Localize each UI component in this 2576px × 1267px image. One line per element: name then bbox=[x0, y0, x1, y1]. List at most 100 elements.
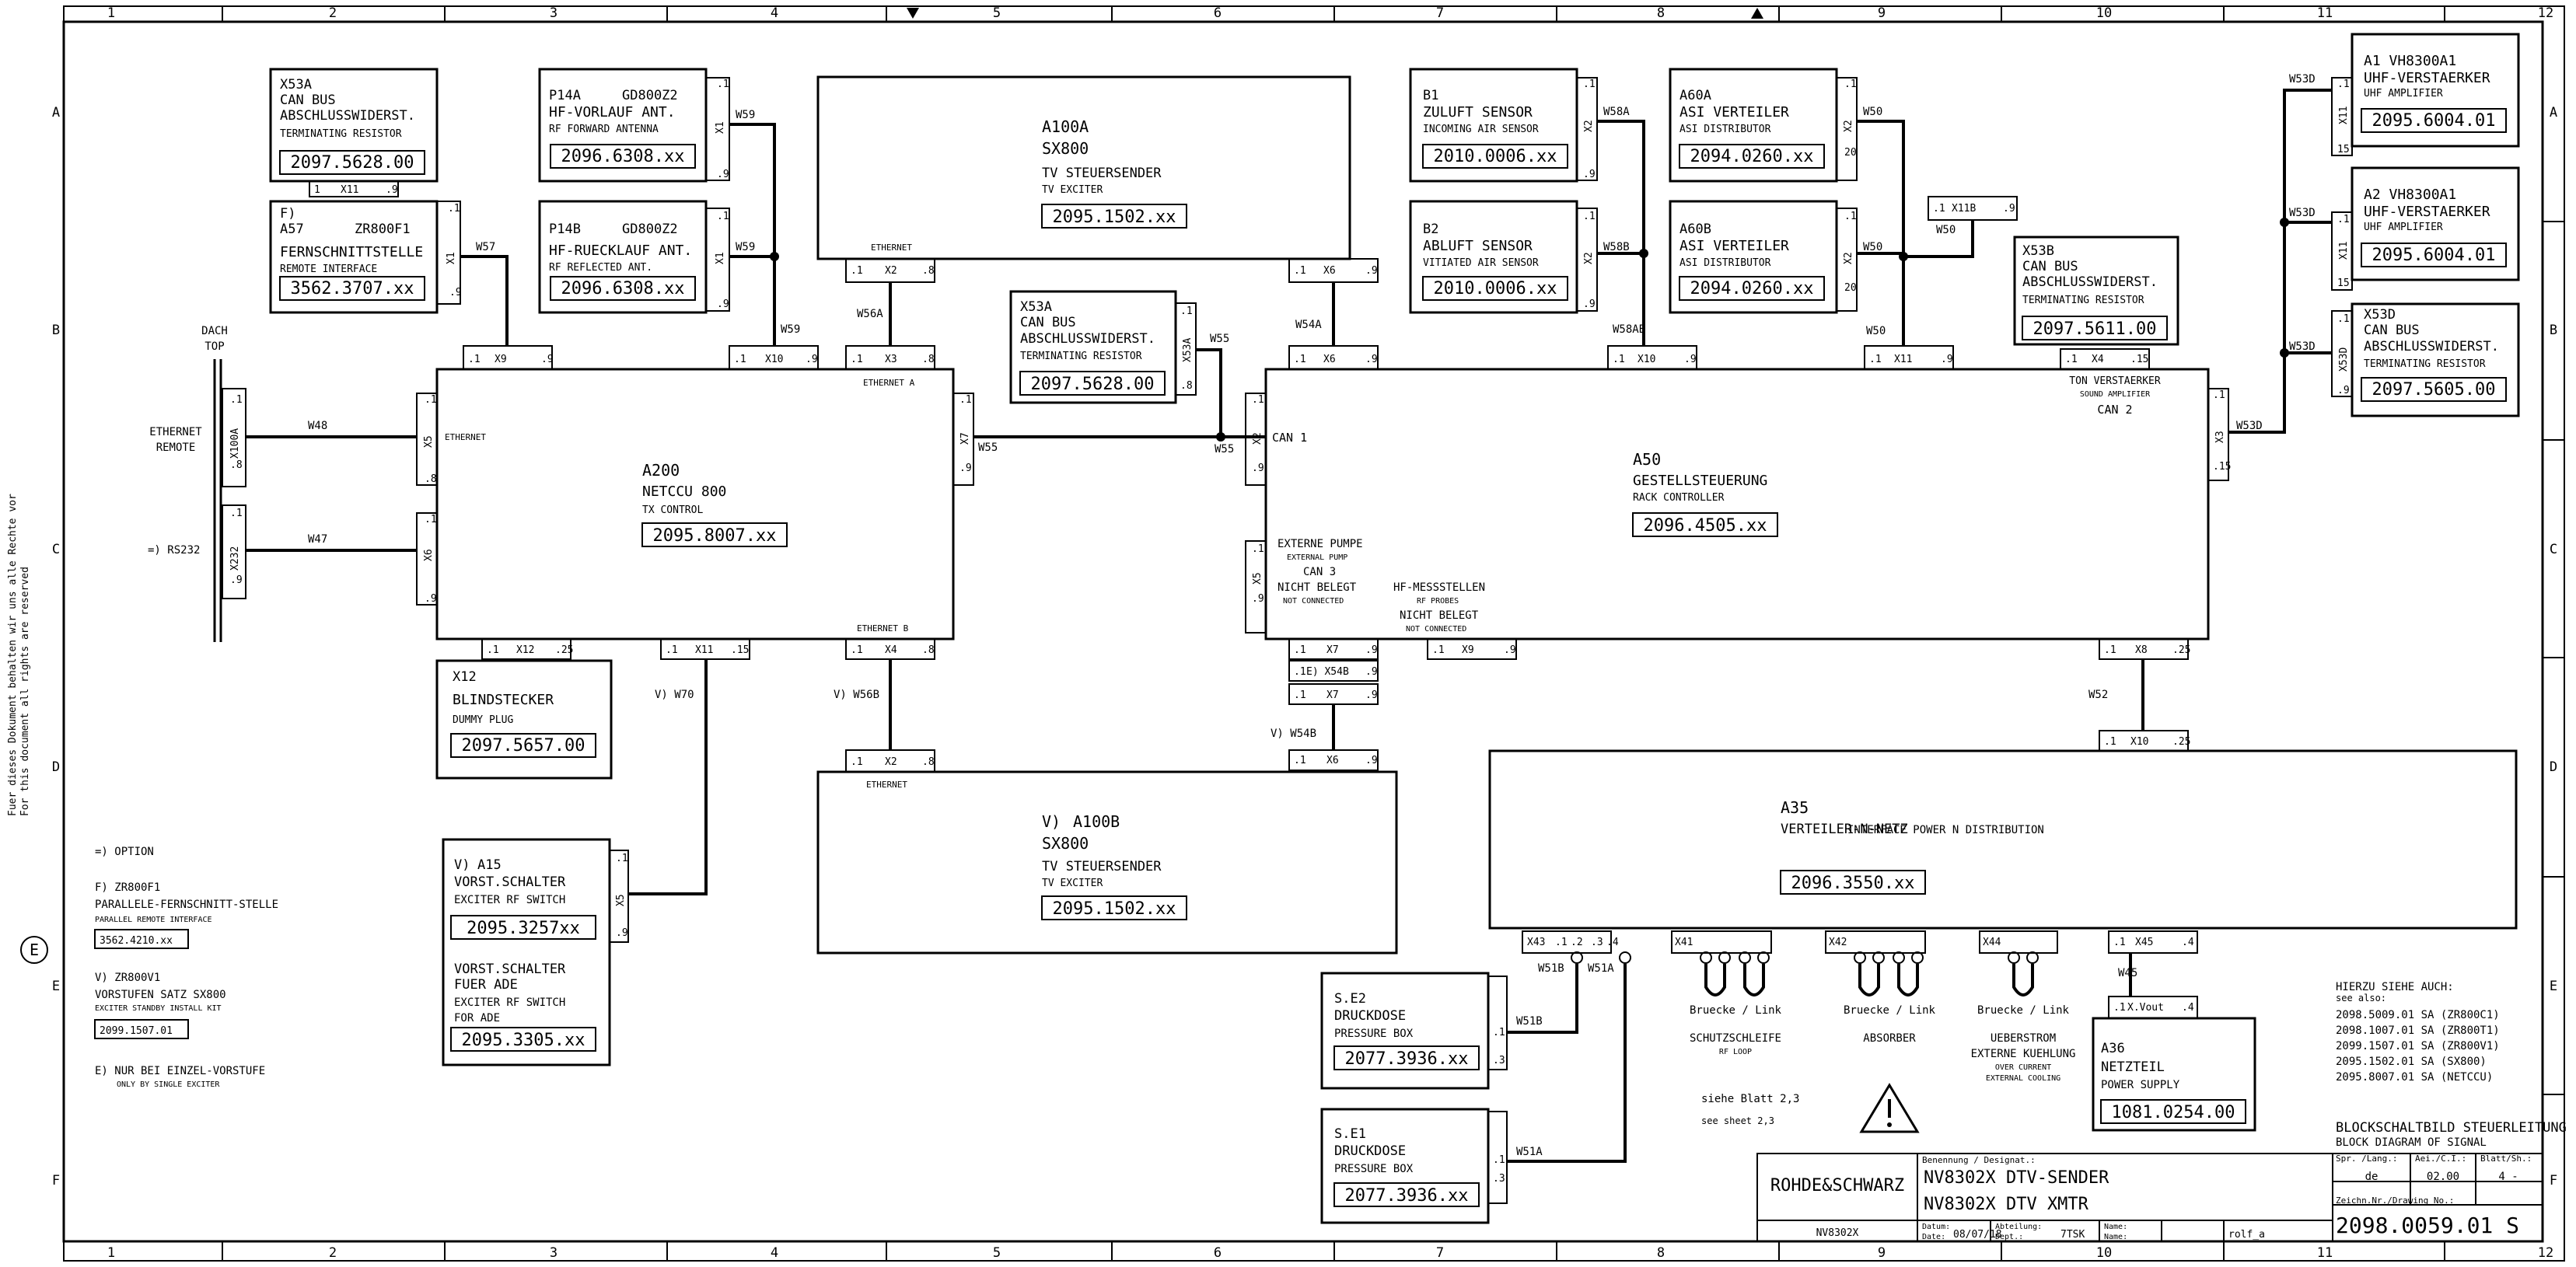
a15-ref: A15 bbox=[477, 857, 502, 873]
svg-text:.1: .1 bbox=[1555, 937, 1568, 948]
svg-text:.9: .9 bbox=[2003, 203, 2015, 215]
a1-ref: A1 VH8300A1 bbox=[2364, 53, 2456, 69]
svg-text:.3: .3 bbox=[1493, 1173, 1505, 1185]
a15-sub3: FOR ADE bbox=[454, 1012, 500, 1024]
svg-text:X43: X43 bbox=[1527, 937, 1545, 948]
a15-sub: EXCITER RF SWITCH bbox=[454, 894, 565, 906]
b2-ref: B2 bbox=[1423, 222, 1438, 237]
svg-text:W55: W55 bbox=[978, 442, 998, 454]
a57-sub: REMOTE INTERFACE bbox=[280, 264, 377, 275]
svg-text:.9: .9 bbox=[541, 354, 554, 365]
svg-text:OVER CURRENT: OVER CURRENT bbox=[1995, 1063, 2051, 1072]
svg-text:Bruecke / Link: Bruecke / Link bbox=[1690, 1004, 1782, 1017]
svg-text:B: B bbox=[52, 323, 60, 338]
p14b-sub: RF REFLECTED ANT. bbox=[549, 262, 652, 274]
svg-text:4: 4 bbox=[771, 5, 778, 21]
a50-nc1: NOT CONNECTED bbox=[1283, 597, 1344, 606]
a60a-l1: ASI VERTEILER bbox=[1679, 104, 1789, 120]
outer-frame bbox=[63, 5, 2565, 1262]
svg-text:X44: X44 bbox=[1983, 937, 2001, 948]
x53a-mid-ref: X53A bbox=[1020, 299, 1052, 315]
a100a-sub: TV EXCITER bbox=[1042, 184, 1103, 196]
svg-text:see sheet 2,3: see sheet 2,3 bbox=[1701, 1115, 1774, 1126]
svg-text:X1: X1 bbox=[715, 252, 726, 264]
svg-text:.9: .9 bbox=[1583, 169, 1596, 180]
a50-nc2: NOT CONNECTED bbox=[1406, 625, 1466, 634]
p14a-type: GD800Z2 bbox=[622, 88, 678, 103]
option-legend: =) OPTION F) ZR800F1 PARALLELE-FERNSCHNI… bbox=[94, 846, 278, 1089]
svg-text:W51B: W51B bbox=[1538, 962, 1564, 975]
a200-ref: A200 bbox=[642, 461, 680, 480]
svg-text:.9: .9 bbox=[1365, 755, 1378, 766]
svg-text:.1: .1 bbox=[2104, 644, 2116, 656]
a100b-type: SX800 bbox=[1042, 834, 1089, 853]
block-a35 bbox=[1488, 749, 2518, 930]
svg-text:EXCITER STANDBY INSTALL KIT: EXCITER STANDBY INSTALL KIT bbox=[95, 1004, 222, 1013]
a200-eth-x5: ETHERNET bbox=[445, 432, 486, 442]
svg-text:D: D bbox=[52, 759, 60, 775]
b1-part: 2010.0006.xx bbox=[1434, 147, 1557, 166]
x53d-part: 2097.5605.00 bbox=[2372, 380, 2496, 400]
svg-text:.1: .1 bbox=[1294, 354, 1306, 365]
svg-text:V) W70: V) W70 bbox=[655, 689, 694, 701]
svg-text:E: E bbox=[2550, 979, 2557, 994]
svg-text:.9: .9 bbox=[717, 298, 729, 310]
a100b-eth: ETHERNET bbox=[866, 780, 907, 790]
svg-text:VORSTUFEN SATZ SX800: VORSTUFEN SATZ SX800 bbox=[95, 989, 226, 1001]
a2-ref: A2 VH8300A1 bbox=[2364, 187, 2456, 203]
svg-text:1: 1 bbox=[107, 5, 115, 21]
svg-text:Dept.:: Dept.: bbox=[1995, 1233, 2023, 1241]
revision-mark-circle bbox=[20, 936, 48, 964]
svg-text:Aei./C.I.:: Aei./C.I.: bbox=[2415, 1154, 2466, 1164]
x53b-l2: ABSCHLUSSWIDERST. bbox=[2022, 274, 2158, 290]
svg-text:PARALLEL REMOTE INTERFACE: PARALLEL REMOTE INTERFACE bbox=[95, 916, 212, 924]
se1-part: 2077.3936.xx bbox=[1345, 1186, 1469, 1206]
x53d-l2: ABSCHLUSSWIDERST. bbox=[2364, 339, 2499, 354]
svg-text:X11: X11 bbox=[2338, 106, 2350, 124]
svg-text:X2: X2 bbox=[885, 265, 897, 277]
svg-text:.1: .1 bbox=[959, 394, 972, 406]
svg-text:.3: .3 bbox=[1591, 937, 1603, 948]
a50-ref: A50 bbox=[1633, 450, 1661, 469]
a1-sub: UHF AMPLIFIER bbox=[2364, 88, 2443, 99]
svg-text:.8: .8 bbox=[922, 644, 935, 656]
svg-text:.1: .1 bbox=[448, 203, 460, 215]
sheet-note: siehe Blatt 2,3 see sheet 2,3 bbox=[1701, 1093, 1799, 1126]
svg-text:.1: .1 bbox=[734, 354, 746, 365]
svg-text:.1: .1 bbox=[487, 644, 499, 656]
svg-text:.1: .1 bbox=[1252, 394, 1264, 406]
svg-text:=) OPTION: =) OPTION bbox=[95, 846, 154, 858]
svg-text:.1: .1 bbox=[1613, 354, 1625, 365]
a2-part: 2095.6004.01 bbox=[2372, 246, 2496, 265]
a15-part2: 2095.3305.xx bbox=[462, 1031, 585, 1050]
a100a-ref: A100A bbox=[1042, 117, 1089, 136]
svg-text:2099.1507.01 SA (ZR800V1): 2099.1507.01 SA (ZR800V1) bbox=[2336, 1040, 2500, 1052]
a36-ref: A36 bbox=[2101, 1041, 2125, 1056]
svg-text:.1: .1 bbox=[1583, 79, 1596, 90]
svg-text:.1: .1 bbox=[1294, 666, 1306, 678]
svg-text:7TSK: 7TSK bbox=[2060, 1229, 2085, 1241]
b1-l1: ZULUFT SENSOR bbox=[1423, 104, 1533, 120]
svg-text:X42: X42 bbox=[1829, 937, 1847, 948]
svg-text:.1: .1 bbox=[666, 644, 678, 656]
svg-text:.9: .9 bbox=[1583, 298, 1596, 310]
svg-text:X53A: X53A bbox=[1182, 338, 1194, 362]
inner-frame bbox=[62, 20, 2544, 1243]
se2-sub: PRESSURE BOX bbox=[1334, 1028, 1414, 1040]
svg-text:.1: .1 bbox=[1493, 1154, 1505, 1166]
svg-text:.1: .1 bbox=[1252, 543, 1264, 555]
svg-text:A: A bbox=[2550, 105, 2557, 120]
svg-text:.1: .1 bbox=[230, 394, 243, 406]
svg-text:X41: X41 bbox=[1675, 937, 1693, 948]
warning-icon bbox=[1859, 1083, 1920, 1133]
svg-text:W50: W50 bbox=[1936, 224, 1956, 236]
rights-note: Fuer dieses Dokument behalten wir uns al… bbox=[7, 494, 31, 816]
se1-ref: S.E1 bbox=[1334, 1126, 1366, 1142]
x53a-mid-sub: TERMINATING RESISTOR bbox=[1020, 351, 1142, 362]
svg-text:Datum:: Datum: bbox=[1922, 1223, 1950, 1231]
x53a-mid-l1: CAN BUS bbox=[1020, 315, 1076, 330]
svg-text:W51B: W51B bbox=[1516, 1015, 1543, 1028]
svg-text:W50: W50 bbox=[1863, 241, 1882, 253]
